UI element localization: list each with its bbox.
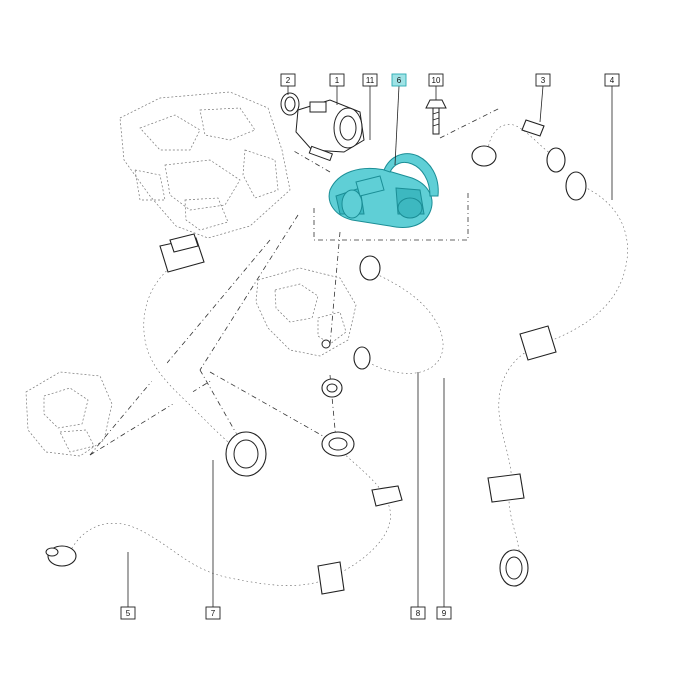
sensor-part-1 bbox=[295, 99, 365, 153]
highlighted-part-6 bbox=[328, 153, 439, 228]
engine-block-ghost bbox=[119, 91, 291, 239]
o-ring bbox=[321, 339, 343, 398]
callout-6-highlighted: 6 bbox=[391, 73, 407, 87]
hose-4 bbox=[486, 171, 641, 587]
svg-text:7: 7 bbox=[211, 609, 216, 618]
callout-8: 8 bbox=[410, 606, 426, 620]
hose-3 bbox=[471, 114, 568, 173]
callout-2: 2 bbox=[280, 73, 296, 87]
hose-7 bbox=[132, 233, 267, 477]
svg-text:9: 9 bbox=[442, 609, 447, 618]
callout-4: 4 bbox=[604, 73, 620, 87]
leader-lines bbox=[127, 85, 613, 607]
svg-text:4: 4 bbox=[610, 76, 615, 85]
callout-11: 11 bbox=[362, 73, 378, 87]
callout-7: 7 bbox=[205, 606, 221, 620]
svg-text:3: 3 bbox=[541, 76, 546, 85]
svg-text:6: 6 bbox=[397, 76, 402, 85]
callout-10: 10 bbox=[428, 73, 444, 87]
svg-text:10: 10 bbox=[432, 76, 441, 85]
callout-3: 3 bbox=[535, 73, 551, 87]
callout-1: 1 bbox=[329, 73, 345, 87]
svg-text:2: 2 bbox=[286, 76, 291, 85]
callout-5: 5 bbox=[120, 606, 136, 620]
gasket-part-2 bbox=[280, 92, 300, 116]
hose-5 bbox=[45, 431, 403, 597]
hose-8 bbox=[352, 255, 455, 386]
thermostat-housing-ghost bbox=[25, 371, 113, 457]
callout-9: 9 bbox=[436, 606, 452, 620]
svg-text:5: 5 bbox=[126, 609, 131, 618]
pump-housing-ghost bbox=[255, 267, 357, 357]
alignment-lines bbox=[89, 107, 501, 456]
bolt-10 bbox=[425, 99, 447, 135]
stud-part bbox=[308, 145, 334, 162]
svg-text:11: 11 bbox=[366, 76, 375, 85]
svg-text:1: 1 bbox=[335, 76, 340, 85]
svg-text:8: 8 bbox=[416, 609, 421, 618]
